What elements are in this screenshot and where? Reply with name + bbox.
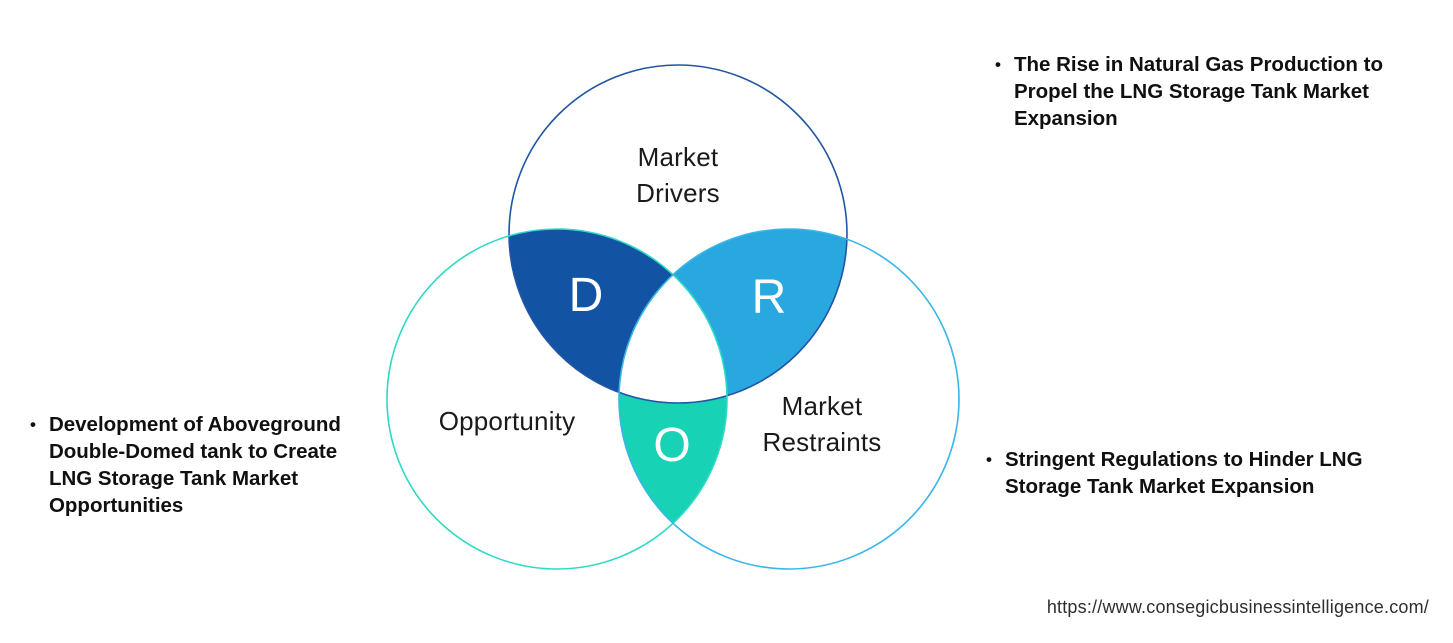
drivers-label-line1: Market bbox=[637, 142, 719, 172]
bullet-restraints: Stringent Regulations to Hinder LNG Stor… bbox=[986, 446, 1418, 500]
drivers-label-line2: Drivers bbox=[636, 178, 720, 208]
bullet-drivers: The Rise in Natural Gas Production to Pr… bbox=[995, 51, 1427, 132]
restraints-circle bbox=[618, 228, 960, 570]
drivers-circle bbox=[508, 64, 848, 404]
drivers-label: Market Drivers bbox=[578, 139, 778, 211]
bullet-opportunity-text: Development of Aboveground Double-Domed … bbox=[48, 413, 341, 517]
bullet-opportunity: Development of Aboveground Double-Domed … bbox=[30, 411, 380, 519]
bullet-drivers-text: The Rise in Natural Gas Production to Pr… bbox=[1013, 53, 1384, 130]
restraints-label: Market Restraints bbox=[722, 388, 922, 460]
bullet-restraints-text: Stringent Regulations to Hinder LNG Stor… bbox=[1004, 448, 1363, 498]
restraints-label-line2: Restraints bbox=[762, 427, 882, 457]
source-url: https://www.consegicbusinessintelligence… bbox=[1046, 597, 1429, 617]
drivers-lens-letter: D bbox=[568, 269, 604, 322]
opportunity-label: Opportunity bbox=[438, 406, 576, 436]
opportunity-circle bbox=[386, 228, 728, 570]
restraints-label-line1: Market bbox=[781, 391, 863, 421]
restraints-lens-letter: R bbox=[751, 271, 787, 324]
opportunity-lens-letter: O bbox=[653, 419, 691, 472]
